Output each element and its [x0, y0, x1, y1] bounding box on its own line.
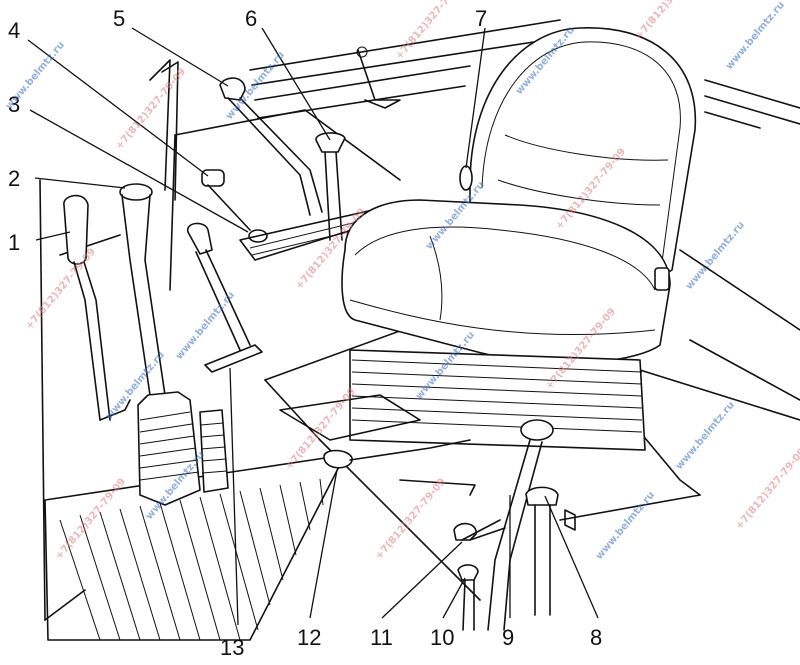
lever-4 [201, 169, 251, 231]
callout-13: 13 [220, 635, 244, 660]
callout-12: 12 [297, 625, 321, 650]
operator-seat [341, 27, 697, 365]
watermark-text: +7(812)327-79-09 [394, 0, 468, 62]
callout-2: 2 [8, 166, 20, 191]
callout-8: 8 [590, 625, 602, 650]
lever-6 [315, 132, 346, 241]
callout-5: 5 [113, 6, 125, 31]
watermark-text: www.belmtz.ru [594, 490, 657, 562]
lever-5 [219, 77, 323, 216]
watermark-text: www.belmtz.ru [724, 0, 787, 72]
cab-structure [39, 19, 800, 621]
lever-8 [525, 486, 576, 616]
watermark-text: www.belmtz.ru [174, 290, 237, 362]
callout-6: 6 [245, 6, 257, 31]
lever-11 [453, 519, 506, 541]
floor-mat [44, 454, 346, 641]
watermark-text: www.belmtz.ru [684, 220, 747, 292]
lever-2 [119, 183, 201, 506]
seat-suspension [279, 349, 646, 451]
lever-10 [457, 564, 479, 631]
callout-4: 4 [8, 18, 20, 43]
watermark-text: +7(812)327-79-09 [374, 476, 448, 562]
lever-1 [63, 194, 131, 421]
watermark-text: www.belmtz.ru [4, 40, 67, 112]
lever-9 [487, 419, 554, 631]
watermark-text: +7(812)327-79-09 [734, 446, 800, 532]
steering-column [149, 59, 179, 201]
callout-9: 9 [502, 625, 514, 650]
lever-12 [323, 439, 476, 496]
callout-3: 3 [8, 92, 20, 117]
leader-lines [27, 27, 599, 626]
callout-10: 10 [430, 625, 454, 650]
watermark-text: +7(812)327-79-09 [634, 0, 708, 42]
lever-3 [239, 204, 401, 261]
callout-11: 11 [370, 625, 393, 650]
pedal-top-center [356, 46, 401, 109]
callout-1: 1 [8, 230, 20, 255]
callout-numbers: 1 2 3 4 5 6 7 8 9 10 11 12 13 [8, 6, 602, 660]
watermark-text: www.belmtz.ru [674, 400, 737, 472]
lever-13 [187, 222, 263, 493]
callout-7: 7 [475, 6, 487, 31]
